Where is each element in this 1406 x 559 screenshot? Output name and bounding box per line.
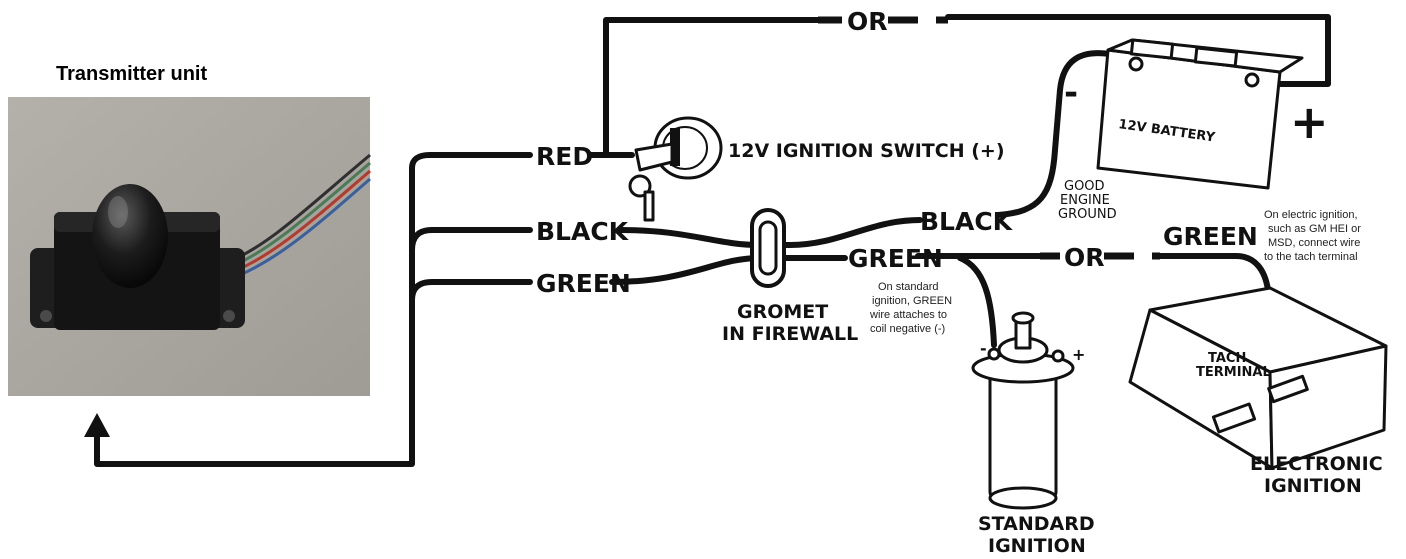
note-standard-2: ignition, GREEN <box>872 295 952 307</box>
transmitter-title: Transmitter unit <box>56 63 207 85</box>
note-electric-2: such as GM HEI or <box>1268 223 1361 235</box>
ignition-switch-icon <box>628 116 723 222</box>
note-electric-3: MSD, connect wire <box>1268 237 1360 249</box>
grommet-line1: GROMET <box>737 301 828 323</box>
dome-sensor-icon <box>92 184 168 288</box>
note-electric-4: to the tach terminal <box>1264 251 1358 263</box>
black-wire-label: BLACK <box>536 217 630 246</box>
electronic-label-line2: IGNITION <box>1264 475 1362 497</box>
coil-label-line1: STANDARD <box>978 513 1095 535</box>
electronic-ignition-module-icon <box>1128 286 1388 470</box>
ignition-switch-label: 12V IGNITION SWITCH (+) <box>728 140 1005 162</box>
tach-line2: TERMINAL <box>1196 365 1271 380</box>
battery-icon <box>1096 38 1304 190</box>
standard-ignition-note: On standard ignition, GREEN wire attache… <box>869 281 952 335</box>
battery-positive-sign: + <box>1290 95 1329 149</box>
coil-positive-sign: + <box>1072 345 1085 364</box>
red-wire-label: RED <box>536 142 593 171</box>
green-mid-label: GREEN <box>848 244 943 273</box>
green-right-label: GREEN <box>1163 222 1258 251</box>
note-standard-3: wire attaches to <box>869 309 947 321</box>
note-standard-4: coil negative (-) <box>870 323 945 335</box>
ground-line3: GROUND <box>1058 207 1117 222</box>
battery-negative-sign: - <box>1064 73 1078 113</box>
or-top-label: OR <box>847 7 888 36</box>
grommet-line2: IN FIREWALL <box>722 323 858 345</box>
black-ground-label: BLACK <box>920 207 1014 236</box>
tach-line1: TACH <box>1208 351 1246 366</box>
note-electric-1: On electric ignition, <box>1264 209 1358 221</box>
ground-line2: ENGINE <box>1060 193 1110 208</box>
coil-negative-sign: - <box>980 339 987 358</box>
or-middle-label: OR <box>1064 243 1105 272</box>
green-wire-label: GREEN <box>536 269 631 298</box>
arrow-up-icon <box>84 413 110 437</box>
ignition-coil-icon <box>971 311 1075 510</box>
ground-line1: GOOD <box>1064 179 1105 194</box>
coil-label-line2: IGNITION <box>988 535 1086 557</box>
electric-ignition-note: On electric ignition, such as GM HEI or … <box>1264 209 1361 263</box>
transmitter-photo <box>8 97 371 396</box>
grommet-icon <box>750 208 786 288</box>
electronic-label-line1: ELECTRONIC <box>1250 453 1383 475</box>
note-standard-1: On standard <box>878 281 939 293</box>
